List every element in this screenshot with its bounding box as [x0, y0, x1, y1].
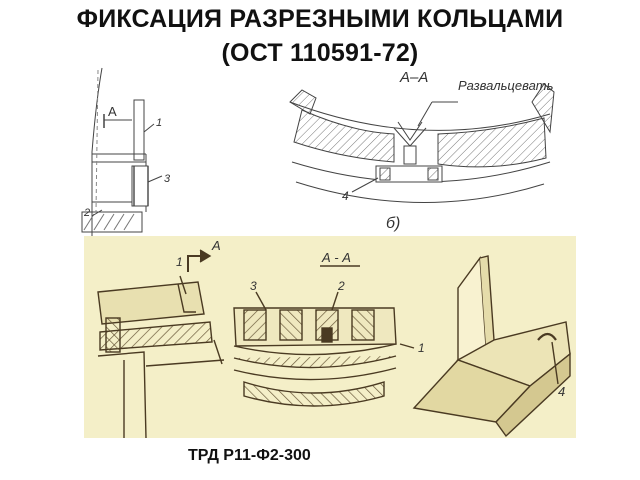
photo-arrow-label: А: [211, 238, 221, 253]
variant-label: б): [386, 215, 400, 232]
right-section-sketch: А–А Развальцевать 4 б): [289, 69, 555, 232]
photo-callout-2: 2: [337, 279, 345, 293]
photo-callout-1b: 1: [418, 341, 425, 355]
section-label-aa: А–А: [399, 69, 428, 86]
left-section-sketch: А А 1 2 3: [81, 67, 171, 268]
callout-3: 3: [164, 173, 171, 185]
photo-callout-3: 3: [250, 279, 257, 293]
photo-section-label: А - А: [321, 250, 351, 265]
section-mark-top: А: [108, 104, 117, 119]
callout-1: 1: [156, 117, 162, 129]
callout-4: 4: [342, 189, 349, 203]
page-subtitle: (ОСТ 110591-72): [221, 39, 419, 67]
figure-caption: ТРД Р11-Ф2-300: [188, 447, 311, 464]
note-rivet: Развальцевать: [458, 78, 554, 93]
scanned-drawing-photo: А 1 А - А 3 2 1 4: [84, 236, 576, 438]
photo-callout-1a: 1: [176, 255, 183, 269]
callout-2: 2: [83, 207, 90, 219]
page-title: ФИКСАЦИЯ РАЗРЕЗНЫМИ КОЛЬЦАМИ: [76, 5, 564, 33]
photo-callout-4: 4: [558, 384, 565, 399]
